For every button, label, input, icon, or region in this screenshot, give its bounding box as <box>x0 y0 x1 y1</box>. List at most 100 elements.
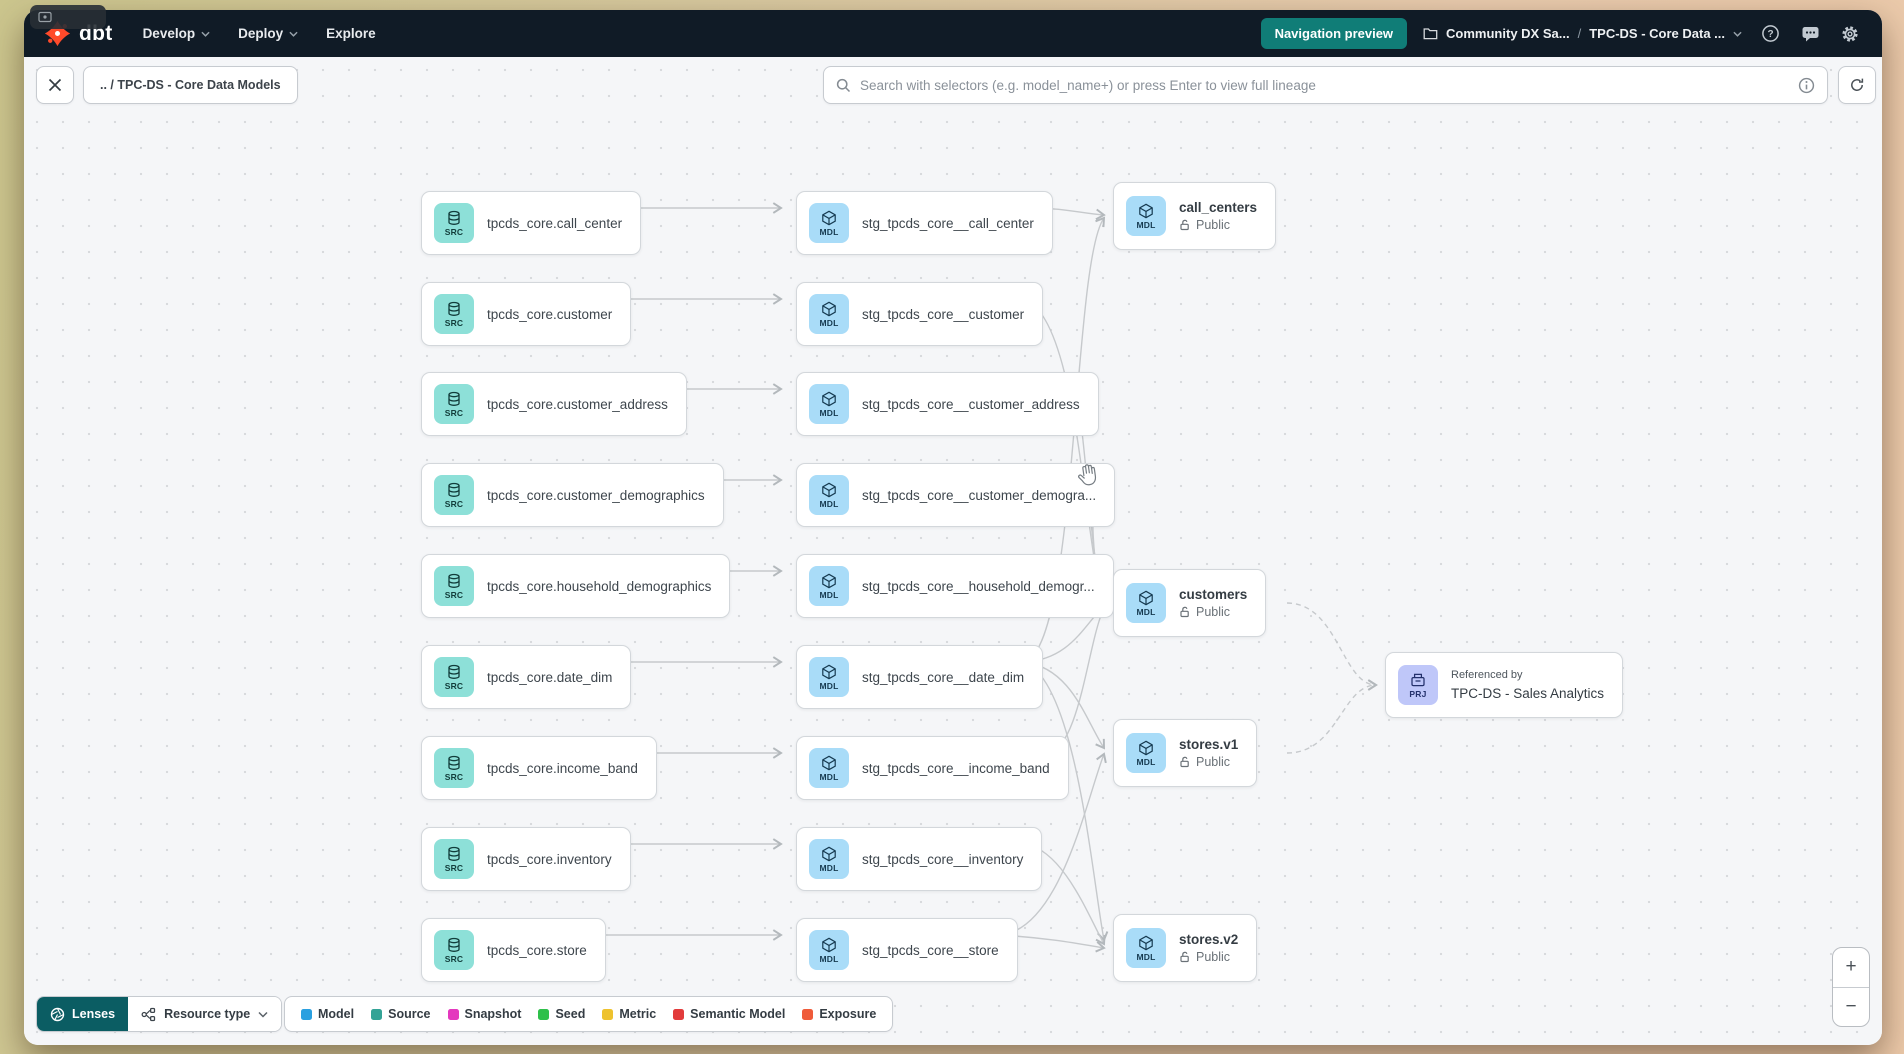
node-label: tpcds_core.inventory <box>487 851 612 867</box>
legend-item: Metric <box>602 1007 656 1021</box>
legend-swatch <box>802 1008 814 1020</box>
legend-item: Snapshot <box>447 1007 521 1021</box>
model-node[interactable]: MDL stg_tpcds_core__customer_address <box>796 372 1099 436</box>
breadcrumb-separator: / <box>1577 26 1582 41</box>
project-breadcrumb[interactable]: Community DX Sa... / TPC-DS - Core Data … <box>1423 26 1742 41</box>
resource-type-icon <box>141 1007 156 1021</box>
access-label: Public <box>1179 605 1247 619</box>
access-label: Public <box>1179 950 1238 964</box>
browser-tab-stub <box>30 5 106 29</box>
mdl-badge: MDL <box>809 748 849 788</box>
src-badge: SRC <box>434 930 474 970</box>
access-label: Public <box>1179 755 1238 769</box>
node-label: tpcds_core.date_dim <box>487 669 613 685</box>
refresh-lineage-button[interactable] <box>1838 66 1876 104</box>
help-icon[interactable]: ? <box>1758 22 1782 46</box>
node-label: tpcds_core.customer_demographics <box>487 487 705 503</box>
nav-item-develop[interactable]: Develop <box>143 26 211 41</box>
mdl-badge: MDL <box>1126 928 1166 968</box>
legend-item: Source <box>371 1007 431 1021</box>
chevron-down-icon <box>201 31 210 37</box>
info-icon[interactable] <box>1798 77 1815 94</box>
mdl-badge: MDL <box>1126 196 1166 236</box>
feedback-icon[interactable] <box>1798 22 1822 46</box>
mdl-badge: MDL <box>809 930 849 970</box>
search-input[interactable] <box>860 77 1789 93</box>
src-badge: SRC <box>434 748 474 788</box>
src-badge: SRC <box>434 384 474 424</box>
node-label: call_centers <box>1179 200 1258 215</box>
legend-swatch <box>447 1008 459 1020</box>
mdl-badge: MDL <box>809 657 849 697</box>
mdl-badge: MDL <box>809 839 849 879</box>
zoom-out-button[interactable]: − <box>1845 995 1857 1017</box>
model-node[interactable]: MDL stg_tpcds_core__income_band <box>796 736 1069 800</box>
source-node[interactable]: SRC tpcds_core.income_band <box>421 736 657 800</box>
referenced-by-label: Referenced by <box>1451 669 1523 681</box>
settings-gear-icon[interactable] <box>1838 22 1862 46</box>
node-label: stg_tpcds_core__income_band <box>862 760 1050 776</box>
zoom-in-button[interactable]: + <box>1833 948 1869 988</box>
model-node[interactable]: MDL stg_tpcds_core__inventory <box>796 827 1043 891</box>
node-label: customers <box>1179 587 1248 602</box>
mdl-badge: MDL <box>809 566 849 606</box>
legend-swatch <box>673 1008 685 1020</box>
mdl-badge: MDL <box>809 384 849 424</box>
chevron-down-icon <box>1733 31 1742 37</box>
lenses-button[interactable]: Lenses <box>37 997 129 1031</box>
source-node[interactable]: SRC tpcds_core.inventory <box>421 827 631 891</box>
node-label: stores.v1 <box>1179 737 1239 752</box>
legend-swatch <box>538 1008 550 1020</box>
lenses-icon <box>50 1007 65 1021</box>
nav-item-explore[interactable]: Explore <box>326 26 376 41</box>
lineage-breadcrumb[interactable]: .. / TPC-DS - Core Data Models <box>83 66 298 104</box>
node-label: stg_tpcds_core__customer <box>862 306 1025 322</box>
navigation-preview-button[interactable]: Navigation preview <box>1260 18 1408 49</box>
legend-swatch <box>301 1008 312 1020</box>
nav-item-deploy[interactable]: Deploy <box>238 26 298 41</box>
close-icon <box>48 78 62 92</box>
legend-item: Exposure <box>802 1007 876 1021</box>
mdl-badge: MDL <box>1126 583 1166 623</box>
node-label: tpcds_core.customer <box>487 306 613 322</box>
top-navbar: dbt Develop Deploy Explore Navigation pr… <box>24 10 1882 57</box>
legend-item: Seed <box>538 1007 585 1021</box>
model-node[interactable]: MDL stg_tpcds_core__store <box>796 918 1018 982</box>
close-lineage-button[interactable] <box>36 66 74 104</box>
refresh-icon <box>1851 78 1864 91</box>
grab-hand-cursor <box>1074 460 1102 494</box>
node-label: stg_tpcds_core__inventory <box>862 851 1024 867</box>
node-label: stg_tpcds_core__customer_address <box>862 396 1080 412</box>
src-badge: SRC <box>434 294 474 334</box>
source-node[interactable]: SRC tpcds_core.customer <box>421 282 632 346</box>
node-label: tpcds_core.income_band <box>487 760 638 776</box>
mdl-badge: MDL <box>809 203 849 243</box>
src-badge: SRC <box>434 839 474 879</box>
lineage-search <box>823 66 1828 104</box>
node-label: stg_tpcds_core__store <box>862 942 999 958</box>
resource-type-button[interactable]: Resource type <box>128 997 282 1031</box>
access-label: Public <box>1179 218 1257 232</box>
chevron-down-icon <box>258 1011 268 1018</box>
prj-badge: PRJ <box>1398 665 1438 705</box>
node-label: tpcds_core.call_center <box>487 215 623 231</box>
zoom-controls: + − <box>1832 947 1870 1027</box>
